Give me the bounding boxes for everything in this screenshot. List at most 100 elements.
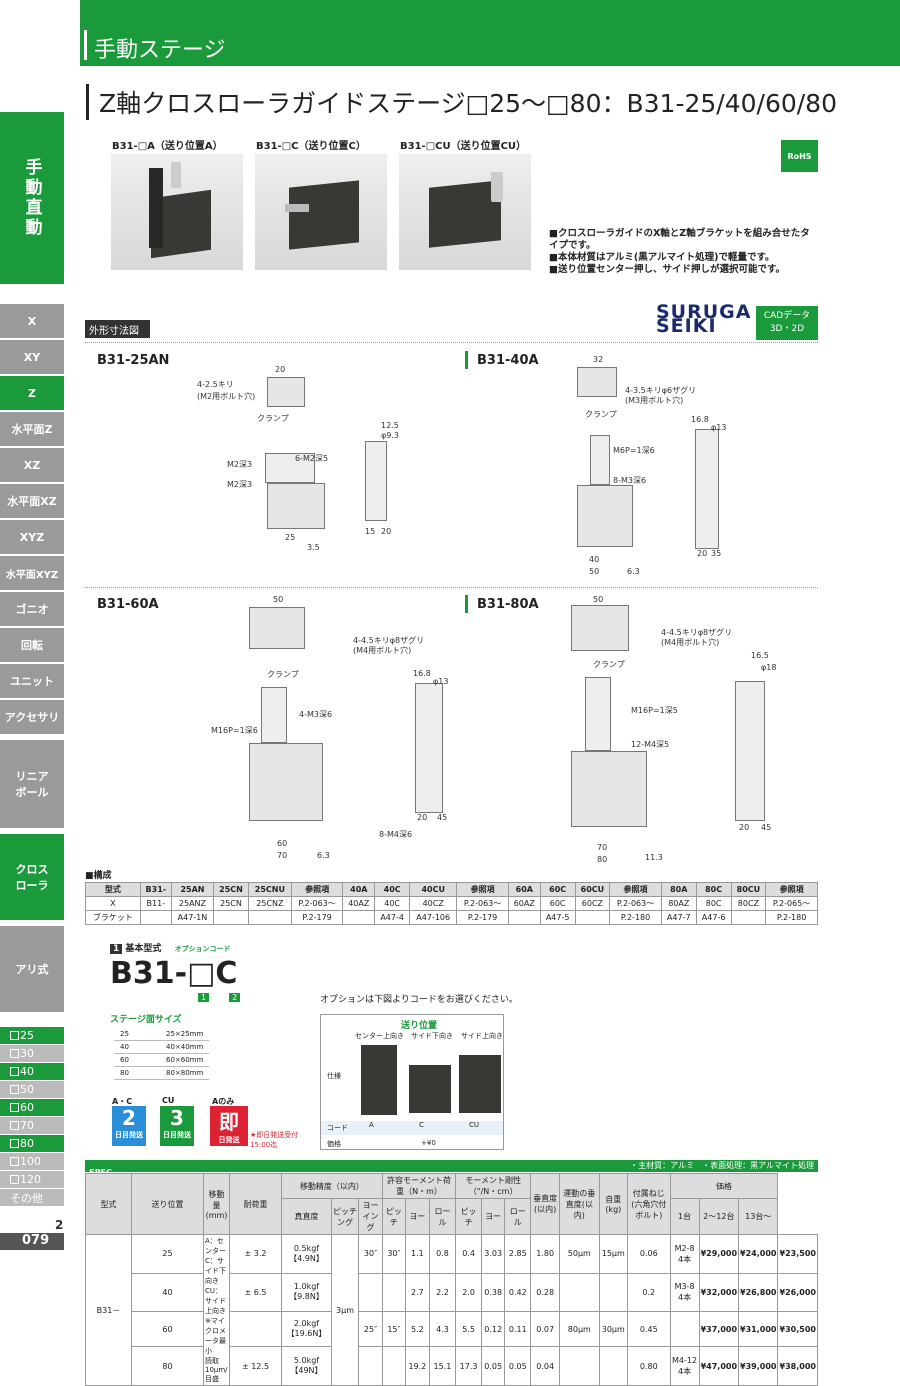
size-70[interactable]: 70 xyxy=(0,1117,64,1134)
dim: 20 xyxy=(381,527,392,536)
photo-label-cu: B31-□CU（送り位置CU） xyxy=(400,141,527,152)
note: クランプ xyxy=(593,660,625,669)
note: M2深3 xyxy=(227,460,253,469)
dim: φ9.3 xyxy=(381,431,399,440)
sidebar-item-rotation[interactable]: 回転 xyxy=(0,628,64,662)
dim: 70 xyxy=(277,851,288,860)
sidebar-item-xz[interactable]: XZ xyxy=(0,448,64,482)
spec-table: 型式 送り位置 移動量(mm) 耐荷重 移動精度（以内） 許容モーメント荷重（N… xyxy=(85,1173,818,1386)
spec-header-bar: SPEC ・主材質：アルミ ・表面処理：黒アルマイト処理 xyxy=(85,1160,818,1177)
drawing-front-view xyxy=(249,743,323,821)
drawing-label-40a: B31-40A xyxy=(477,353,539,368)
dim: φ13 xyxy=(433,677,449,686)
micrometer-view xyxy=(585,677,611,751)
sidebar-item-cross-roller[interactable]: クロス ローラ xyxy=(0,834,64,920)
note: M2深3 xyxy=(227,480,253,489)
note: (M3用ボルト穴) xyxy=(625,396,684,405)
note: クランプ xyxy=(585,410,617,419)
note: 6-M2深5 xyxy=(295,454,329,463)
note: 4-4.5キリφ8ザグリ xyxy=(661,628,733,637)
micrometer-view xyxy=(265,453,315,483)
feature-item: ■送り位置センター押し、サイド押しが選択可能です。 xyxy=(549,264,786,275)
sidebar-item-linear-ball[interactable]: リニア ボール xyxy=(0,740,64,828)
sidebar-item-gonio[interactable]: ゴニオ xyxy=(0,592,64,626)
drawing-top-view xyxy=(249,607,305,649)
note: 8-M3深6 xyxy=(613,476,647,485)
feature-item: ■本体材質はアルミ(黒アルマイト処理)で軽量です。 xyxy=(549,252,775,263)
dim: 50 xyxy=(593,595,604,604)
dim: 16.8 xyxy=(691,415,709,424)
photo-label-c: B31-□C（送り位置C） xyxy=(256,141,366,152)
note: 4-2.5キリ xyxy=(197,380,234,389)
dim: 20 xyxy=(697,549,708,558)
dim: 25 xyxy=(285,533,296,542)
sidebar-item-xy[interactable]: XY xyxy=(0,340,64,374)
photo-label-a: B31-□A（送り位置A） xyxy=(112,141,223,152)
size-40[interactable]: 40 xyxy=(0,1063,64,1080)
sidebar-item-dovetail[interactable]: アリ式 xyxy=(0,926,64,1012)
sidebar-item-xyz[interactable]: XYZ xyxy=(0,520,64,554)
feature-item: ■クロスローラガイドのX軸とZ軸ブラケットを組み合せたタイプです。 xyxy=(549,228,810,251)
note: 8-M4深6 xyxy=(379,830,413,839)
size-120[interactable]: 120 xyxy=(0,1171,64,1188)
sidebar-item-horizontal-z[interactable]: 水平面Z xyxy=(0,412,64,446)
note: M16P=1深6 xyxy=(211,726,258,735)
shipping-badge: 即日発送 xyxy=(210,1106,248,1146)
drawing-side-view xyxy=(365,441,387,521)
size-80[interactable]: 80 xyxy=(0,1135,64,1152)
table-row: B31－ 25 A：センター C：サイド下向き CU：サイド上向き ※マイクロメ… xyxy=(85,1234,818,1386)
page-number: 079 xyxy=(0,1233,64,1250)
drawing-label-60a: B31-60A xyxy=(97,597,159,612)
model-code: B31-□C xyxy=(110,956,238,991)
dim: φ18 xyxy=(761,663,777,672)
dim: 60 xyxy=(277,839,288,848)
page-number-small: 2 xyxy=(55,1218,64,1232)
size-60[interactable]: 60 xyxy=(0,1099,64,1116)
size-50[interactable]: 50 xyxy=(0,1081,64,1098)
size-100[interactable]: 100 xyxy=(0,1153,64,1170)
drawing-marker xyxy=(465,351,468,369)
dim: 16.8 xyxy=(413,669,431,678)
dim: 12.5 xyxy=(381,421,399,430)
drawing-front-view xyxy=(571,751,647,827)
sidebar-item-unit[interactable]: ユニット xyxy=(0,664,64,698)
size-25[interactable]: 25 xyxy=(0,1027,64,1044)
sidebar-item-accessory[interactable]: アクセサリ xyxy=(0,700,64,734)
drawing-side-view xyxy=(415,683,443,813)
size-other[interactable]: その他 xyxy=(0,1189,64,1206)
dim: 20 xyxy=(417,813,428,822)
section-title: 外形寸法図 xyxy=(85,320,150,338)
note: (M4用ボルト穴) xyxy=(661,638,720,647)
dim: 50 xyxy=(589,567,600,576)
note: M16P=1深5 xyxy=(631,706,678,715)
header-bar xyxy=(84,30,87,60)
page-title: Z軸クロスローラガイドステージ□25〜□80：B31-25/40/60/80 xyxy=(86,84,837,120)
product-photo-cu xyxy=(399,154,531,270)
sidebar-item-horizontal-xz[interactable]: 水平面XZ xyxy=(0,484,64,518)
sidebar-item-horizontal-xyz[interactable]: 水平面XYZ xyxy=(0,556,64,590)
drawing-label-80a: B31-80A xyxy=(477,597,539,612)
sidebar-item-z[interactable]: Z xyxy=(0,376,64,410)
drawing-marker xyxy=(465,595,468,613)
note: 4-4.5キリφ8ザグリ xyxy=(353,636,425,645)
size-30[interactable]: 30 xyxy=(0,1045,64,1062)
dim: 20 xyxy=(275,365,286,374)
category-header: 手動ステージ xyxy=(80,0,900,66)
dim: 3.5 xyxy=(307,543,320,552)
drawing-front-view xyxy=(267,483,325,529)
note: M6P=1深6 xyxy=(613,446,655,455)
dim: 70 xyxy=(597,843,608,852)
rohs-badge: RoHS xyxy=(781,140,818,172)
sidebar-item-x[interactable]: X xyxy=(0,304,64,338)
dim: 45 xyxy=(437,813,448,822)
